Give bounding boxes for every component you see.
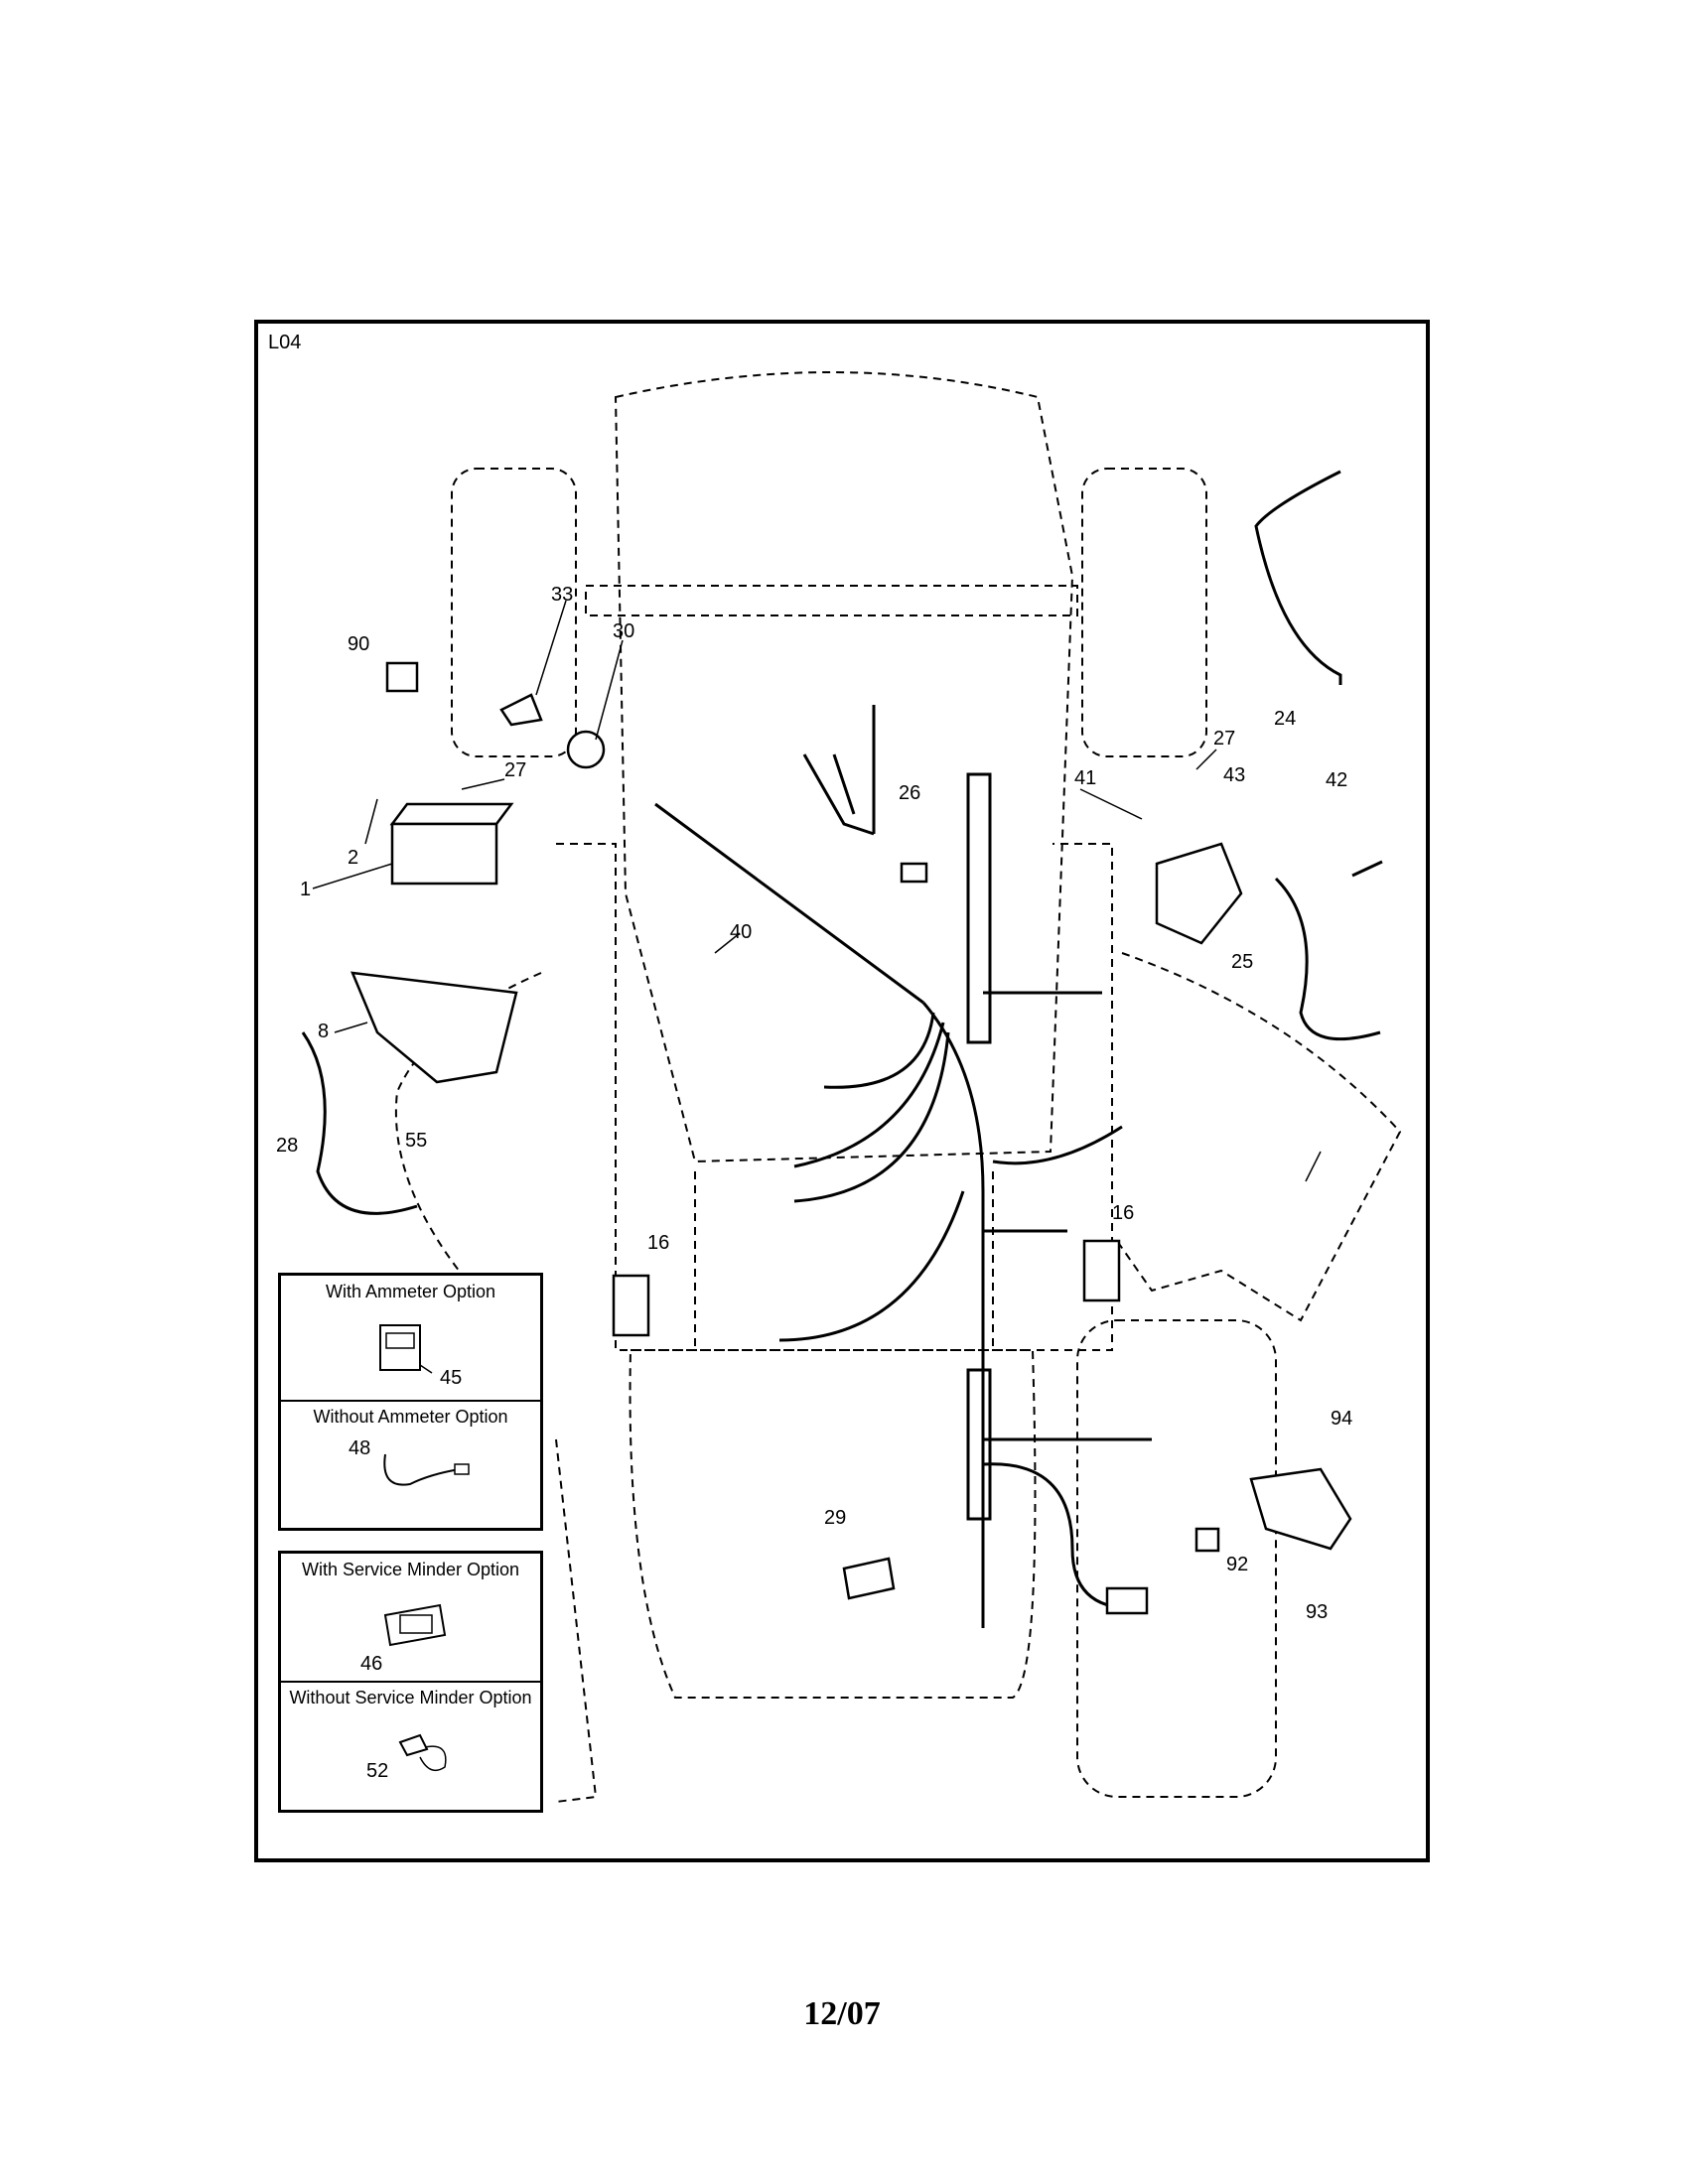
jumper-wire-graphic (383, 1453, 470, 1486)
cables (301, 470, 1383, 1215)
leader-40 (714, 932, 741, 954)
part-label-2: 2 (348, 847, 358, 869)
part-label-43: 43 (1223, 764, 1245, 786)
battery-body (390, 822, 498, 886)
part-label-27-left: 27 (504, 759, 526, 781)
harness-left-lead-3 (823, 1012, 935, 1089)
without-ammeter-title: Without Ammeter Option (313, 1407, 508, 1427)
rear-right-wheel (1076, 1319, 1277, 1798)
leader-lines (312, 600, 1322, 1182)
service-minder-graphic (383, 1603, 447, 1647)
diagram-frame (254, 320, 1430, 1862)
mower-deck-outline (1116, 952, 1402, 1322)
part-label-30: 30 (613, 620, 634, 642)
leader-8 (334, 1022, 368, 1033)
harness-left-lead-2 (793, 1031, 950, 1203)
pto-switch (1105, 1586, 1149, 1615)
harness-main-trunk (654, 802, 924, 1005)
page-number: 12/07 (803, 1995, 881, 2032)
front-right-wheel (1081, 468, 1207, 757)
jumper-part-label: 48 (349, 1437, 371, 1459)
part-label-16-left: 16 (647, 1232, 669, 1254)
ammeter-option-inset: With Ammeter Option 45 Without Ammeter O… (278, 1273, 543, 1531)
harness-right-lead (992, 1125, 1123, 1165)
connector-90 (385, 661, 419, 693)
chassis-rails (694, 1171, 994, 1350)
boot-42 (1351, 860, 1383, 878)
inset-divider (281, 1681, 540, 1683)
leader-27-right (1195, 749, 1217, 770)
part-label-33: 33 (551, 584, 573, 606)
wiring-harness (654, 705, 1152, 1628)
part-label-1: 1 (300, 879, 311, 900)
part-label-16-right: 16 (1112, 1202, 1134, 1224)
part-label-40: 40 (730, 921, 752, 943)
rear-left-wheel (555, 1438, 598, 1803)
leader-33 (535, 600, 567, 696)
part-label-28: 28 (276, 1135, 298, 1157)
fuse-26 (900, 862, 928, 884)
seat-deck-outline (629, 1349, 1037, 1699)
ignition-switch (566, 730, 606, 769)
diagram-code: L04 (268, 332, 302, 353)
module-94 (1249, 1467, 1352, 1551)
cable-25 (1274, 877, 1381, 1041)
with-ammeter-title: With Ammeter Option (325, 1282, 496, 1301)
part-label-25: 25 (1231, 951, 1253, 973)
leader-41 (1079, 788, 1143, 820)
part-label-27-right: 27 (1213, 728, 1235, 750)
leader-27-left (461, 778, 505, 790)
seat-switch (842, 1557, 896, 1600)
part-label-92: 92 (1226, 1554, 1248, 1575)
ammeter-part-label: 45 (440, 1367, 463, 1389)
cable-28 (301, 1031, 418, 1215)
battery-box (351, 971, 518, 1084)
part-label-41: 41 (1074, 767, 1096, 789)
ammeter-graphic (379, 1324, 433, 1374)
chassis-outline (556, 843, 1113, 1351)
hood-seam (585, 585, 1078, 616)
with-service-minder-title: With Service Minder Option (301, 1560, 520, 1579)
service-minder-plug-graphic (398, 1733, 447, 1772)
ignition-key (499, 693, 543, 727)
leader-1 (312, 863, 393, 889)
hood-outline (614, 371, 1074, 1163)
leader-93 (1305, 1151, 1322, 1182)
harness-vertical-loom (966, 772, 992, 1044)
tractor-outline (394, 371, 1402, 1803)
service-minder-part-label: 46 (360, 1653, 383, 1675)
harness-ignition-leads (802, 705, 876, 836)
components (351, 661, 1352, 1615)
part-callouts: 90 33 30 27 2 1 8 28 55 16 16 40 26 24 2… (276, 584, 1352, 1623)
solenoid-bracket (1155, 842, 1243, 945)
part-label-29: 29 (824, 1507, 846, 1529)
leader-2 (364, 798, 378, 845)
harness-left-lead-1 (793, 1022, 945, 1168)
part-label-55: 55 (405, 1130, 427, 1152)
harness-rear-branch (921, 1002, 985, 1628)
part-label-90: 90 (348, 633, 369, 655)
without-service-minder-title: Without Service Minder Option (289, 1688, 532, 1707)
plug-part-label: 52 (366, 1760, 389, 1782)
harness-rear-lead-2 (982, 1462, 1133, 1610)
part-label-8: 8 (318, 1021, 329, 1042)
inset-divider (281, 1400, 540, 1402)
cable-24 (1254, 470, 1342, 685)
service-minder-option-inset: With Service Minder Option 46 Without Se… (278, 1551, 543, 1813)
harness-pto-lead (778, 1190, 965, 1342)
harness-rear-loom (966, 1368, 992, 1521)
leader-30 (595, 639, 624, 741)
battery-top (389, 802, 514, 826)
part-label-24: 24 (1274, 708, 1296, 730)
connector-92 (1194, 1527, 1220, 1553)
interlock-switch-left (612, 1274, 650, 1337)
interlock-switch-right (1082, 1239, 1121, 1302)
part-label-94: 94 (1331, 1408, 1352, 1430)
part-label-42: 42 (1326, 769, 1347, 791)
part-label-26: 26 (899, 782, 920, 804)
part-label-93: 93 (1306, 1601, 1328, 1623)
